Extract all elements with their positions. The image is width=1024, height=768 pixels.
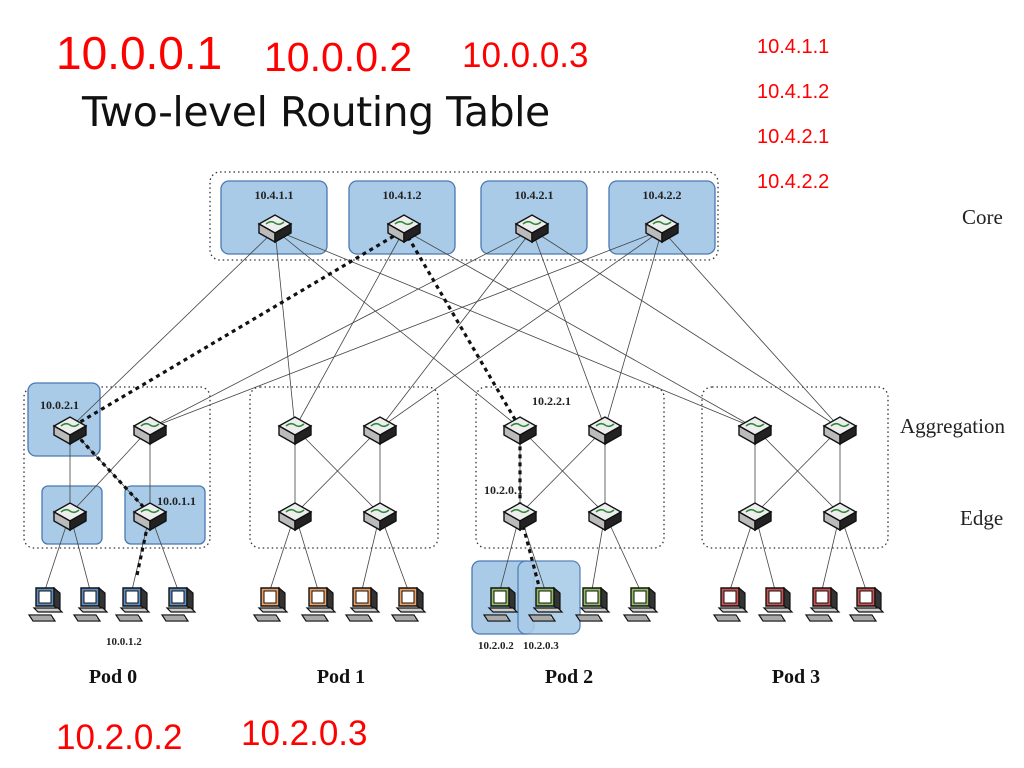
host-address-label: 10.2.0.2 [478, 640, 514, 652]
switch-address-label: 10.2.0.1 [484, 483, 523, 497]
edge-switch [363, 502, 397, 531]
switch-address-label: 10.2.2.1 [532, 394, 571, 408]
edge-switch [503, 502, 537, 531]
host [28, 587, 63, 622]
host [623, 587, 658, 622]
core-switch-label: 10.4.1.2 [383, 188, 422, 202]
core-group-box [209, 171, 719, 261]
host [115, 587, 150, 622]
pod1-group-box [249, 386, 439, 549]
agg-switch-box [27, 382, 101, 457]
layer-label-edge: Edge [960, 506, 1003, 530]
address-label: 10.0.0.1 [56, 27, 223, 79]
pod-label: Pod 3 [772, 666, 820, 688]
host [575, 587, 610, 622]
agg-switch [738, 416, 772, 445]
host [345, 587, 380, 622]
core-address-item: 10.4.1.2 [757, 81, 830, 103]
host [849, 587, 884, 622]
host [391, 587, 426, 622]
core-switch-label: 10.4.2.1 [515, 188, 554, 202]
edge-switch [278, 502, 312, 531]
agg-switch [363, 416, 397, 445]
edge-switch [823, 502, 857, 531]
pod0-group-box [23, 386, 211, 549]
host [713, 587, 748, 622]
host [73, 587, 108, 622]
address-label: 10.2.0.3 [241, 714, 368, 753]
agg-switch [588, 416, 622, 445]
core-switch-label: 10.4.2.2 [643, 188, 682, 202]
host [301, 587, 336, 622]
address-label: 10.2.0.2 [56, 718, 183, 757]
agg-switches [53, 416, 857, 445]
core-address-item: 10.4.2.2 [757, 171, 830, 193]
host [161, 587, 196, 622]
pod3-group-box [701, 386, 889, 549]
edge-switch [588, 502, 622, 531]
switch-address-label: 10.0.2.1 [40, 398, 79, 412]
host [758, 587, 793, 622]
host-address-label: 10.2.0.3 [523, 640, 559, 652]
pod-label: Pod 0 [89, 666, 137, 688]
hosts [28, 587, 884, 622]
core-agg-links [69, 229, 841, 429]
core-address-item: 10.4.2.1 [757, 126, 830, 148]
host [253, 587, 288, 622]
core-address-item: 10.4.1.1 [757, 36, 830, 58]
pod-label: Pod 2 [545, 666, 593, 688]
layer-label-aggregation: Aggregation [900, 414, 1005, 438]
core-switch-label: 10.4.1.1 [255, 188, 294, 202]
edge-switch [738, 502, 772, 531]
agg-switch [503, 416, 537, 445]
address-label: 10.0.0.3 [462, 36, 589, 75]
agg-switch [278, 416, 312, 445]
host-address-label: 10.0.1.2 [106, 636, 142, 648]
pod2-group-box [475, 386, 665, 549]
page-title: Two-level Routing Table [82, 88, 550, 136]
host [805, 587, 840, 622]
pod-label: Pod 1 [317, 666, 365, 688]
switch-address-label: 10.0.1.1 [157, 494, 196, 508]
layer-label-core: Core [962, 205, 1003, 229]
address-label: 10.0.0.2 [264, 34, 413, 80]
